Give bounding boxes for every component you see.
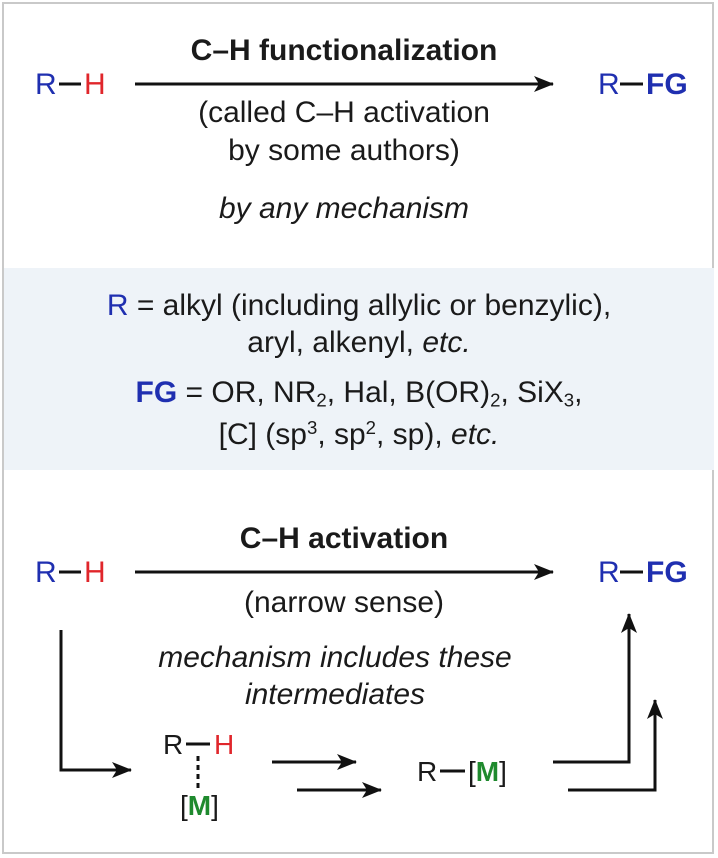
int2-m-close: ] — [499, 756, 507, 787]
int2-m-open: [ — [468, 756, 476, 787]
fg-def-sub3: 3 — [563, 389, 575, 411]
top-mechanism-note: by any mechanism — [218, 192, 470, 225]
fg-line2-sup2: 2 — [365, 416, 377, 438]
top-arrow-title: C–H functionalization — [190, 34, 498, 67]
fg-def-sub2: 2 — [490, 389, 501, 411]
top-product-r: R — [598, 68, 620, 101]
int1-m-close: ] — [211, 790, 219, 821]
r-def-text1: = alkyl (including allylic or benzylic), — [128, 289, 612, 322]
top-reactant-h: H — [84, 68, 106, 101]
bottom-reactant-r: R — [35, 556, 57, 589]
bottom-mechanism-line2: intermediates — [244, 678, 426, 711]
fg-def-d: , — [574, 376, 583, 409]
definitions-band — [4, 268, 714, 470]
r-symbol: R — [106, 289, 129, 322]
fg-symbol: FG — [135, 376, 178, 409]
fg-line2-c: , sp), — [376, 418, 452, 451]
bottom-product-r: R — [598, 556, 620, 589]
bottom-mechanism-line1: mechanism includes these — [158, 641, 512, 674]
bottom-arrow-title: C–H activation — [239, 522, 449, 555]
int2-r: R — [417, 756, 438, 787]
r-def-etc: etc. — [422, 326, 471, 359]
fg-definition-line1: FG = OR, NR2, Hal, B(OR)2, SiX3, — [4, 376, 714, 411]
int2-m: M — [475, 756, 500, 787]
fg-def-sub1: 2 — [316, 389, 327, 411]
fg-def-a: = OR, NR — [177, 376, 317, 409]
int1-h: H — [214, 729, 235, 760]
r-def-text2: aryl, alkenyl, — [247, 326, 423, 359]
top-note-line2: by some authors) — [228, 134, 460, 167]
fg-def-c: , SiX — [500, 376, 564, 409]
bottom-reactant-h: H — [84, 556, 106, 589]
r-definition-line2: aryl, alkenyl, etc. — [4, 328, 714, 358]
bottom-note: (narrow sense) — [243, 586, 445, 619]
entry-arrow — [59, 630, 132, 778]
int1-r: R — [163, 729, 184, 760]
int1-m-open: [ — [180, 790, 188, 821]
fg-line2-b: , sp — [317, 418, 366, 451]
fg-definition-line2: [C] (sp3, sp2, sp), etc. — [4, 416, 714, 451]
fg-def-b: , Hal, B(OR) — [326, 376, 491, 409]
exit-arrow-inner — [568, 699, 663, 792]
int1-metal: [M] — [180, 792, 219, 820]
top-reactant-r: R — [35, 68, 57, 101]
top-product-fg: FG — [646, 68, 688, 101]
int2-metal: [M] — [468, 758, 507, 786]
bottom-product-fg: FG — [646, 556, 688, 589]
fg-line2-etc: etc. — [451, 418, 500, 451]
int1-m: M — [187, 790, 212, 821]
fg-line2-a: [C] (sp — [218, 418, 307, 451]
top-note-line1: (called C–H activation — [198, 96, 490, 129]
exit-arrow-outer — [553, 613, 637, 764]
fg-line2-sup1: 3 — [306, 416, 318, 438]
r-definition-line1: R = alkyl (including allylic or benzylic… — [4, 291, 714, 321]
